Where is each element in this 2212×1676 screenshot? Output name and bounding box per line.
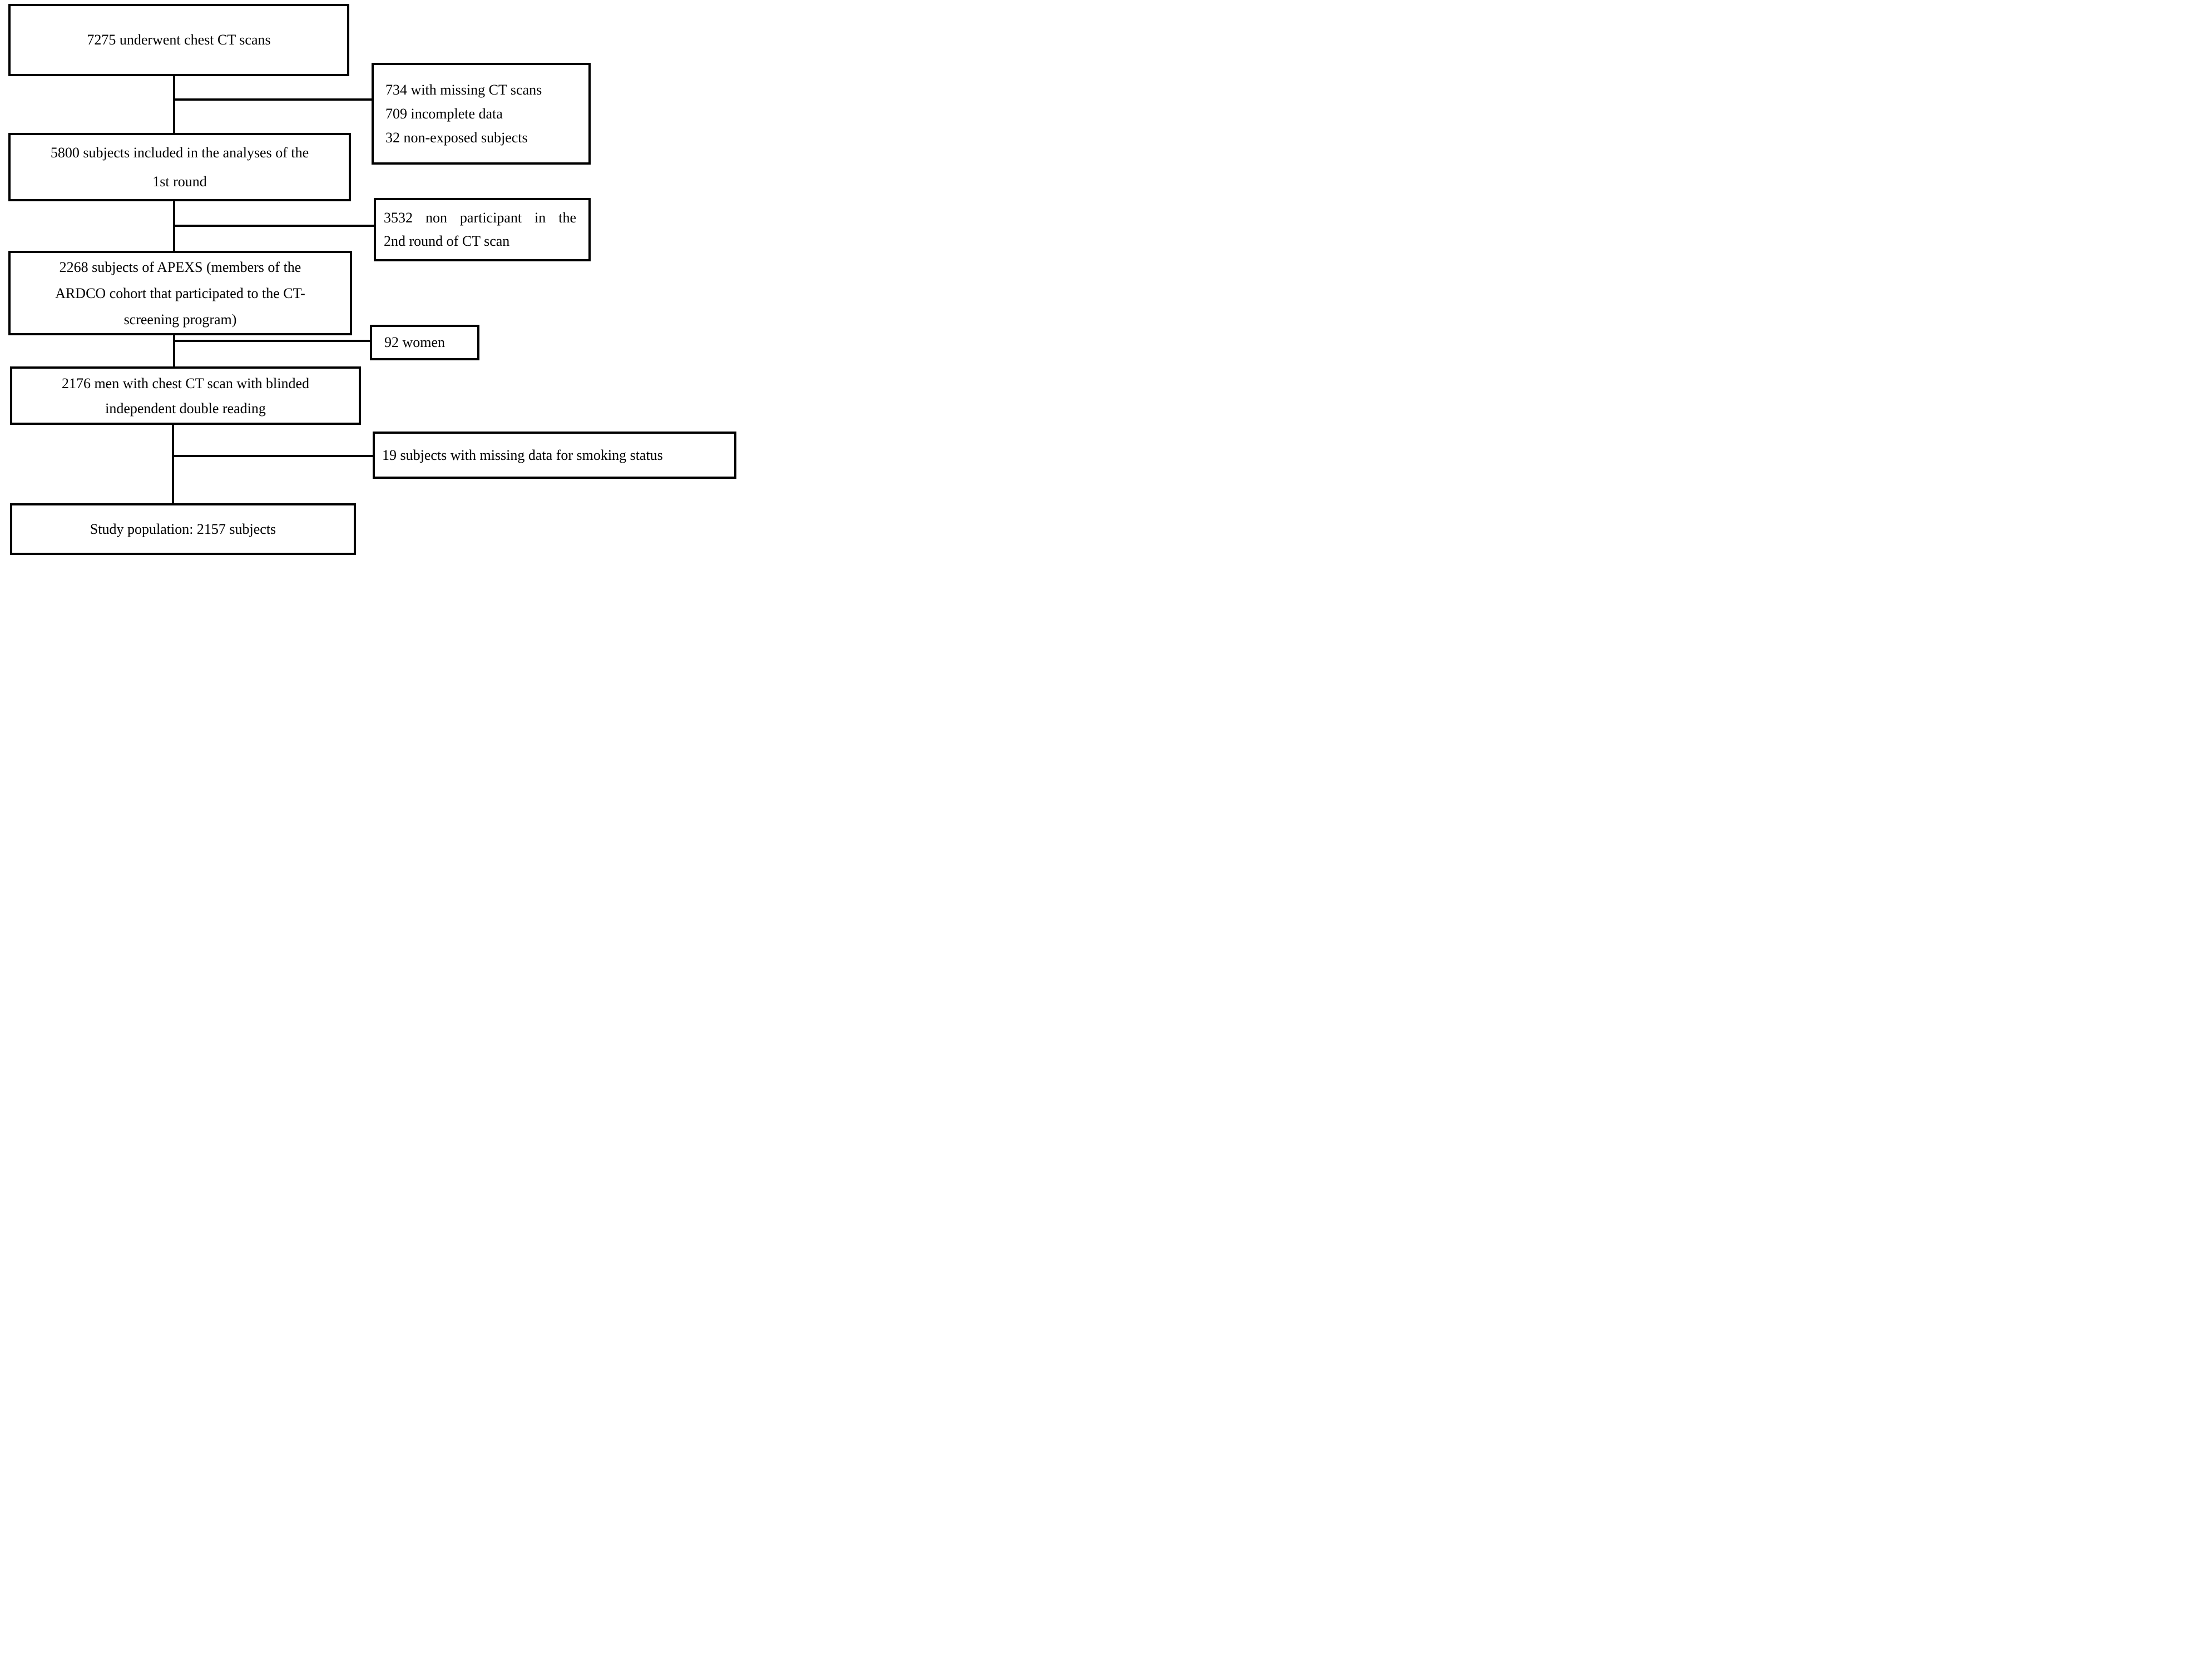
connector-branch-excluded-round1 [173,98,372,101]
double-reading-line-2: independent double reading [105,400,266,416]
connector-branch-non-participants [173,225,374,227]
box-women-excluded: 92 women [370,325,479,360]
box-missing-smoking: 19 subjects with missing data for smokin… [373,432,736,479]
connector-vertical-4 [172,424,174,504]
women-excluded-text: 92 women [384,334,446,350]
double-reading-line-1: 2176 men with chest CT scan with blinded [61,375,310,391]
box-round1-analyses: 5800 subjects included in the analyses o… [8,133,351,201]
missing-smoking-text: 19 subjects with missing data for smokin… [382,447,663,463]
study-population-text: Study population: 2157 subjects [90,520,276,537]
connector-vertical-3 [173,334,175,368]
flow-diagram: 7275 underwent chest CT scans 734 with m… [0,0,738,559]
box-non-participants-round2: 3532 non participant in the 2nd round of… [374,198,591,261]
round1-line-1: 5800 subjects included in the analyses o… [50,144,309,161]
apexs-line-1: 2268 subjects of APEXS (members of the [59,259,301,275]
connector-branch-missing-smoking [172,455,373,457]
apexs-line-2: ARDCO cohort that participated to the CT… [55,285,305,301]
round1-line-2: 1st round [152,173,207,190]
box-excluded-round1: 734 with missing CT scans 709 incomplete… [372,63,591,165]
apexs-line-3: screening program) [123,311,237,328]
box-apexs-subjects: 2268 subjects of APEXS (members of the A… [8,251,352,335]
connector-branch-women [173,340,370,342]
non-participants-line-1: 3532 non participant in the [384,210,576,226]
connector-vertical-1 [173,75,175,134]
box-double-reading: 2176 men with chest CT scan with blinded… [10,366,361,425]
box-study-population: Study population: 2157 subjects [10,503,356,555]
excluded-round1-line-1: 734 with missing CT scans [385,82,542,98]
box-total-ct-scans-text: 7275 underwent chest CT scans [87,32,271,48]
non-participants-line-2: 2nd round of CT scan [384,233,510,249]
box-total-ct-scans: 7275 underwent chest CT scans [8,4,349,76]
excluded-round1-line-3: 32 non-exposed subjects [385,130,528,146]
excluded-round1-line-2: 709 incomplete data [385,106,503,122]
